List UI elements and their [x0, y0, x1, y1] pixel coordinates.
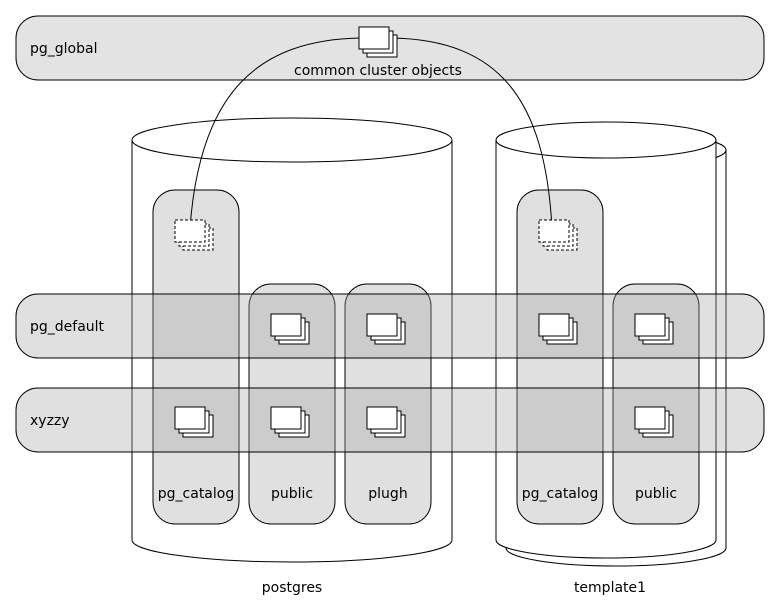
schema-label-public-template1: public	[635, 486, 677, 502]
stacked-pages-icon	[174, 406, 214, 438]
schema-column-public-template1	[612, 283, 700, 525]
xyzzy-label: xyzzy	[30, 413, 70, 429]
pg-global-label: pg_global	[30, 41, 97, 57]
schema-label-pg-catalog-postgres: pg_catalog	[158, 486, 234, 502]
dashed-stacked-pages-icon	[538, 219, 578, 251]
database-label-template1: template1	[574, 580, 646, 596]
stacked-pages-icon	[270, 313, 310, 345]
schema-label-plugh-postgres: plugh	[368, 486, 407, 502]
schema-column-plugh-postgres	[344, 283, 432, 525]
stacked-pages-icon	[538, 313, 578, 345]
stacked-pages-icon	[634, 406, 674, 438]
schema-column-pg-catalog-template1	[516, 189, 604, 525]
schema-label-pg-catalog-template1: pg_catalog	[522, 486, 598, 502]
stacked-pages-icon	[270, 406, 310, 438]
pg-default-label: pg_default	[30, 319, 105, 335]
stacked-pages-icon	[366, 313, 406, 345]
global-link-template1	[391, 37, 553, 229]
database-label-postgres: postgres	[262, 580, 322, 596]
dashed-stacked-pages-icon	[174, 219, 214, 251]
template1-cylinder-top	[495, 121, 717, 159]
common-cluster-objects-label: common cluster objects	[294, 63, 462, 79]
stacked-pages-icon	[634, 313, 674, 345]
stacked-pages-icon	[358, 26, 398, 58]
stacked-pages-icon	[366, 406, 406, 438]
schema-column-public-postgres	[248, 283, 336, 525]
postgres-cylinder-top	[131, 117, 453, 163]
global-link-postgres	[189, 37, 361, 229]
schema-column-pg-catalog-postgres	[152, 189, 240, 525]
schema-label-public-postgres: public	[271, 486, 313, 502]
